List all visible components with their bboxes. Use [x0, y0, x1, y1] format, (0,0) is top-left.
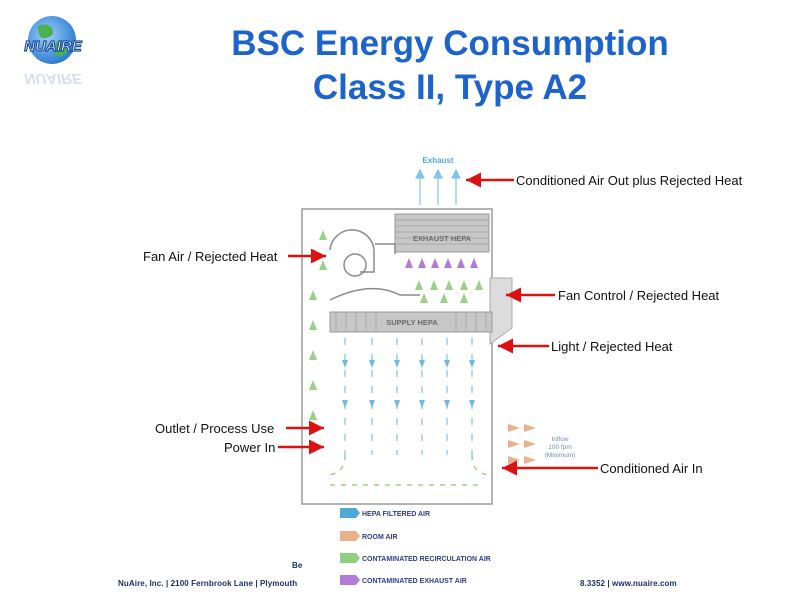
legend-swatch-hepa [340, 508, 360, 518]
supply-hepa-label: SUPPLY HEPA [386, 318, 438, 327]
svg-text:NUAIRE: NUAIRE [24, 70, 82, 87]
legend-label-room: ROOM AIR [362, 534, 398, 541]
callout-conditioned-in: Conditioned Air In [600, 461, 703, 476]
nuaire-logo: NUAIRE NUAIRE [12, 12, 94, 107]
callout-fan-air: Fan Air / Rejected Heat [143, 249, 278, 264]
supply-hepa [329, 311, 493, 333]
exhaust-hepa-label: EXHAUST HEPA [413, 234, 472, 243]
exhaust-label: Exhaust [422, 156, 453, 165]
slide-title-line2: Class II, Type A2 [312, 68, 588, 107]
inflow-arrows [508, 424, 536, 464]
footer-contact: 8.3352 | www.nuaire.com [580, 579, 677, 588]
callout-outlet: Outlet / Process Use [155, 421, 275, 436]
fan-control-panel [489, 277, 513, 345]
plenum-arrows [415, 280, 483, 303]
exhaust-arrows [415, 168, 461, 205]
callout-power-in: Power In [224, 440, 276, 455]
blower [329, 229, 420, 301]
legend-swatch-recirc [340, 553, 360, 563]
callout-light: Light / Rejected Heat [551, 339, 673, 354]
bottom-flow [324, 454, 493, 486]
footer-address: NuAire, Inc. | 2100 Fernbrook Lane | Ply… [118, 579, 298, 588]
legend-label-exhaust: CONTAMINATED EXHAUST AIR [362, 578, 467, 585]
svg-text:NUAIRE: NUAIRE [24, 38, 82, 55]
callout-fan-control: Fan Control / Rejected Heat [558, 288, 720, 303]
legend-label-hepa: HEPA FILTERED AIR [362, 511, 430, 518]
slide-title-line1: BSC Energy Consumption [231, 24, 669, 63]
legend-label-recirc: CONTAMINATED RECIRCULATION AIR [362, 556, 491, 563]
purple-exhaust-arrows [405, 258, 478, 268]
legend: HEPA FILTERED AIR ROOM AIR CONTAMINATED … [340, 508, 491, 585]
legend-swatch-room [340, 531, 360, 541]
callout-conditioned-out: Conditioned Air Out plus Rejected Heat [516, 173, 743, 188]
footer-fragment: Be [292, 561, 303, 570]
legend-swatch-exhaust [340, 575, 360, 585]
downflow-columns [344, 338, 473, 455]
